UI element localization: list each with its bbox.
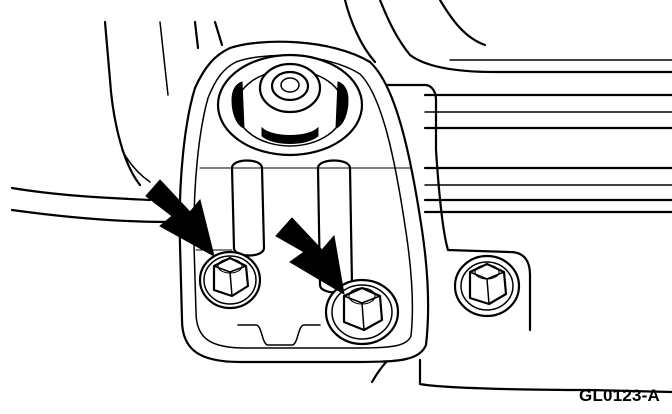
housing-lines (10, 0, 672, 394)
bolt-icon (324, 278, 400, 346)
slot-openings (195, 159, 411, 294)
arrow-icon (145, 179, 215, 257)
reference-code: GL0123-A (579, 386, 660, 405)
plate-notch (237, 324, 321, 346)
arrow-icon (275, 217, 345, 295)
isolator-icon (216, 53, 364, 157)
isolator-plate-inner (193, 54, 414, 349)
bolt-icon (453, 254, 521, 318)
bolt-icon (198, 250, 262, 310)
